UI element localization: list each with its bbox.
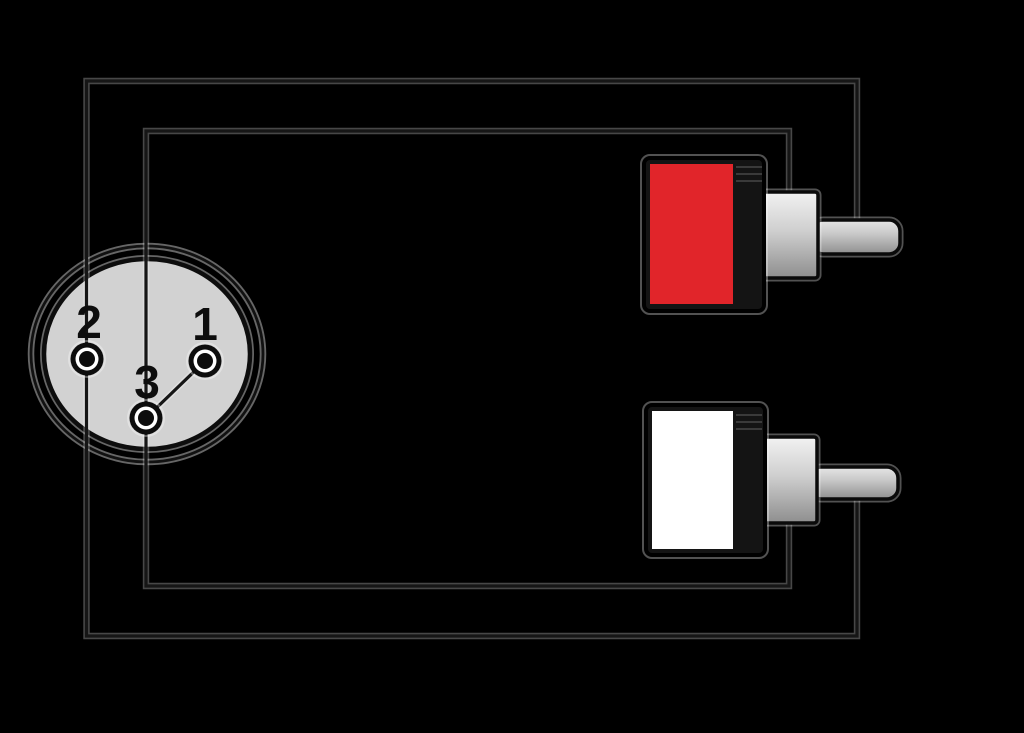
xlr-pin-2-label: 2 xyxy=(76,296,102,348)
xlr-pin-2-contact xyxy=(79,351,95,367)
ground-wire xyxy=(144,129,791,588)
rca-white-center-pin xyxy=(808,465,900,501)
xlr-pin-3 xyxy=(127,399,165,437)
xlr-pin-3-label: 3 xyxy=(134,356,160,408)
rca-connector-white xyxy=(642,401,902,559)
rca-red-body xyxy=(650,164,733,304)
rca-red-center-pin xyxy=(810,218,902,256)
xlr-pin-1-label: 1 xyxy=(192,298,218,350)
xlr-pin-1 xyxy=(186,342,224,380)
rca-white-body xyxy=(652,411,733,549)
rca-red-grip-ridges xyxy=(736,166,762,182)
xlr-pin-2 xyxy=(68,340,106,378)
xlr-pin-2-halo xyxy=(68,340,106,378)
xlr-pin-3-contact xyxy=(138,410,154,426)
xlr-pin-1-contact xyxy=(197,353,213,369)
rca-connector-red xyxy=(640,154,904,315)
xlr-pin-1-halo xyxy=(186,342,224,380)
rca-red-collar xyxy=(760,190,820,280)
rca-white-grip-ridges xyxy=(736,414,762,430)
xlr-pin-3-halo xyxy=(127,399,165,437)
ground-wire-loop xyxy=(142,127,793,590)
